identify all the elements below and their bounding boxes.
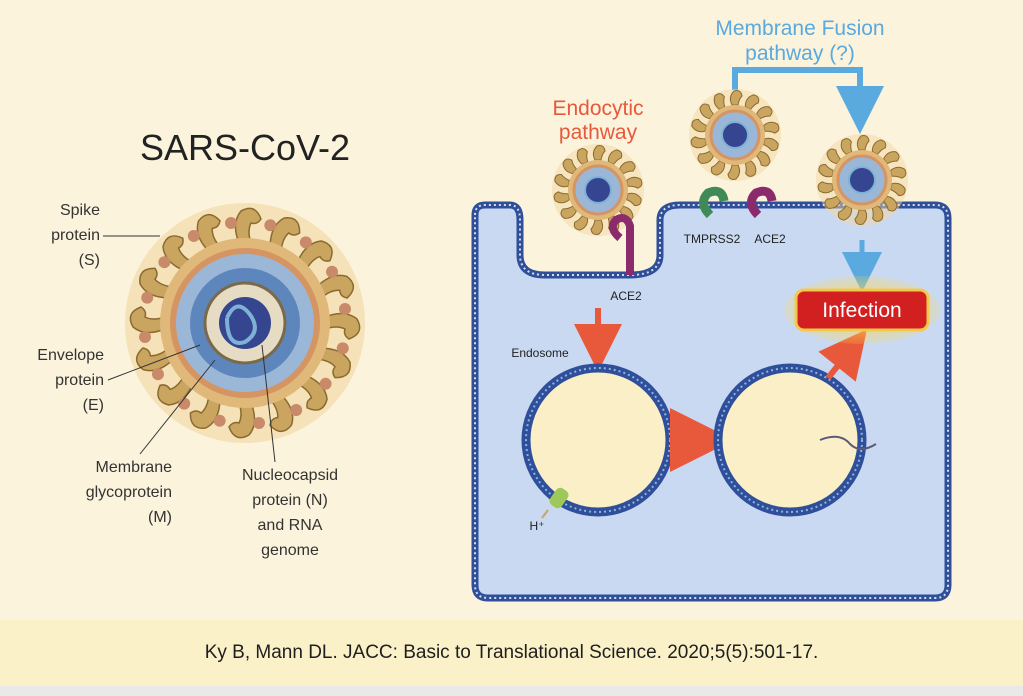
svg-text:(M): (M) bbox=[148, 509, 172, 526]
svg-text:Infection: Infection bbox=[822, 299, 901, 322]
svg-text:protein (N): protein (N) bbox=[252, 492, 328, 509]
svg-text:genome: genome bbox=[261, 542, 319, 559]
virus-tmprss2 bbox=[689, 89, 781, 181]
membrane-fusion-pathway-label: Membrane Fusion pathway (?) bbox=[715, 17, 884, 65]
svg-text:Membrane: Membrane bbox=[96, 459, 173, 476]
endosome-label: Endosome bbox=[511, 346, 569, 360]
endocytic-pathway-label: Endocytic pathway bbox=[552, 97, 643, 144]
svg-text:protein: protein bbox=[51, 227, 100, 244]
svg-text:(S): (S) bbox=[79, 252, 100, 269]
svg-text:Membrane Fusion: Membrane Fusion bbox=[715, 17, 884, 40]
svg-text:and RNA: and RNA bbox=[258, 517, 323, 534]
virus-fusion bbox=[816, 134, 908, 226]
sars-cov-2-entry-diagram: SARS-CoV-2 Spike protein (S) Envelope pr… bbox=[0, 0, 1023, 620]
svg-text:(E): (E) bbox=[83, 397, 104, 414]
svg-text:Nucleocapsid: Nucleocapsid bbox=[242, 467, 338, 484]
svg-text:Spike: Spike bbox=[60, 202, 100, 219]
svg-text:H⁺: H⁺ bbox=[530, 519, 545, 533]
bottom-strip bbox=[0, 686, 1023, 696]
svg-text:protein: protein bbox=[55, 372, 104, 389]
citation-caption: Ky B, Mann DL. JACC: Basic to Translatio… bbox=[0, 620, 1023, 686]
svg-text:ACE2: ACE2 bbox=[754, 232, 786, 246]
virus-title: SARS-CoV-2 bbox=[140, 127, 350, 168]
ace2-receptor-left: ACE2 bbox=[610, 218, 642, 303]
svg-text:Endocytic: Endocytic bbox=[552, 97, 643, 120]
svg-text:glycoprotein: glycoprotein bbox=[86, 484, 172, 501]
svg-text:TMPRSS2: TMPRSS2 bbox=[684, 232, 741, 246]
svg-text:ACE2: ACE2 bbox=[610, 289, 642, 303]
endosome-left bbox=[526, 368, 670, 512]
infection-badge: Infection bbox=[784, 276, 940, 344]
citation-text: Ky B, Mann DL. JACC: Basic to Translatio… bbox=[205, 642, 819, 664]
svg-text:pathway: pathway bbox=[559, 121, 638, 144]
svg-text:Envelope: Envelope bbox=[37, 347, 104, 364]
svg-text:pathway (?): pathway (?) bbox=[745, 42, 855, 65]
virus-particle-large bbox=[125, 203, 365, 443]
